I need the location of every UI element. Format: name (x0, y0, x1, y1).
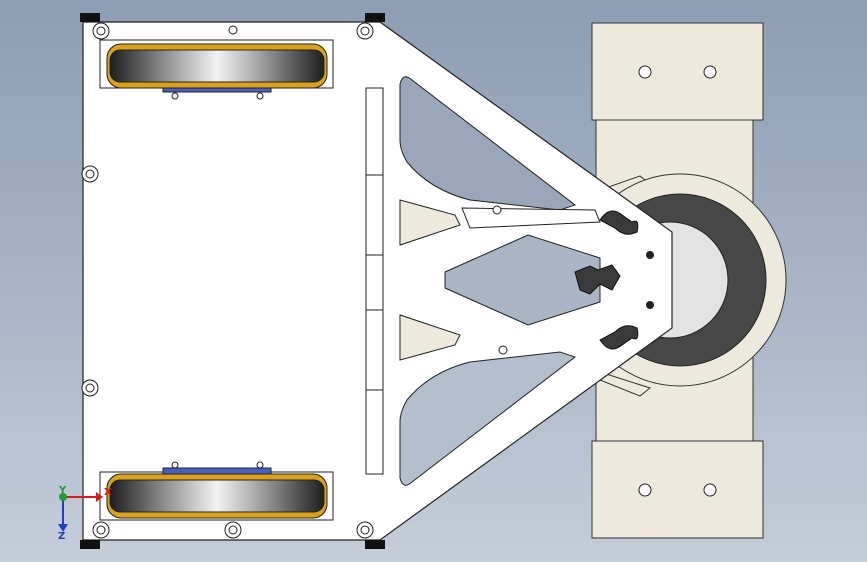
clamp-jaw-bottom (599, 325, 639, 350)
frame-hole (498, 345, 508, 355)
axis-y-label: Y (59, 485, 67, 496)
bolt-hole (638, 65, 652, 79)
coordinate-triad (58, 492, 103, 532)
pivot-pin (646, 251, 654, 259)
bolt-hole (638, 483, 652, 497)
bolt-hole (703, 483, 717, 497)
axis-x-label: X (104, 487, 112, 498)
beige-block-top (591, 22, 764, 121)
frame-cutout-lower-mid (399, 314, 461, 361)
frame-cutout-center (444, 234, 601, 326)
wheel-tire-bottom (109, 479, 325, 513)
frame-hole (492, 205, 502, 215)
frame-cutout-bottom (399, 351, 577, 486)
corner-tab (80, 540, 100, 549)
corner-tab (365, 13, 385, 22)
frame-cutout-top (399, 76, 577, 211)
wheel-tire-top (109, 49, 325, 83)
clamp-jaw-middle (574, 264, 621, 295)
axis-z-label: Z (58, 531, 66, 542)
corner-tab (80, 13, 100, 22)
beige-block-bottom (591, 440, 764, 539)
frame-cutout-upper-mid (399, 199, 461, 246)
pivot-pin (646, 301, 654, 309)
mount-holes (81, 22, 374, 539)
slotted-bar (365, 87, 384, 475)
corner-tab (365, 540, 385, 549)
bolt-hole (703, 65, 717, 79)
clamp-jaw-top (599, 210, 639, 235)
